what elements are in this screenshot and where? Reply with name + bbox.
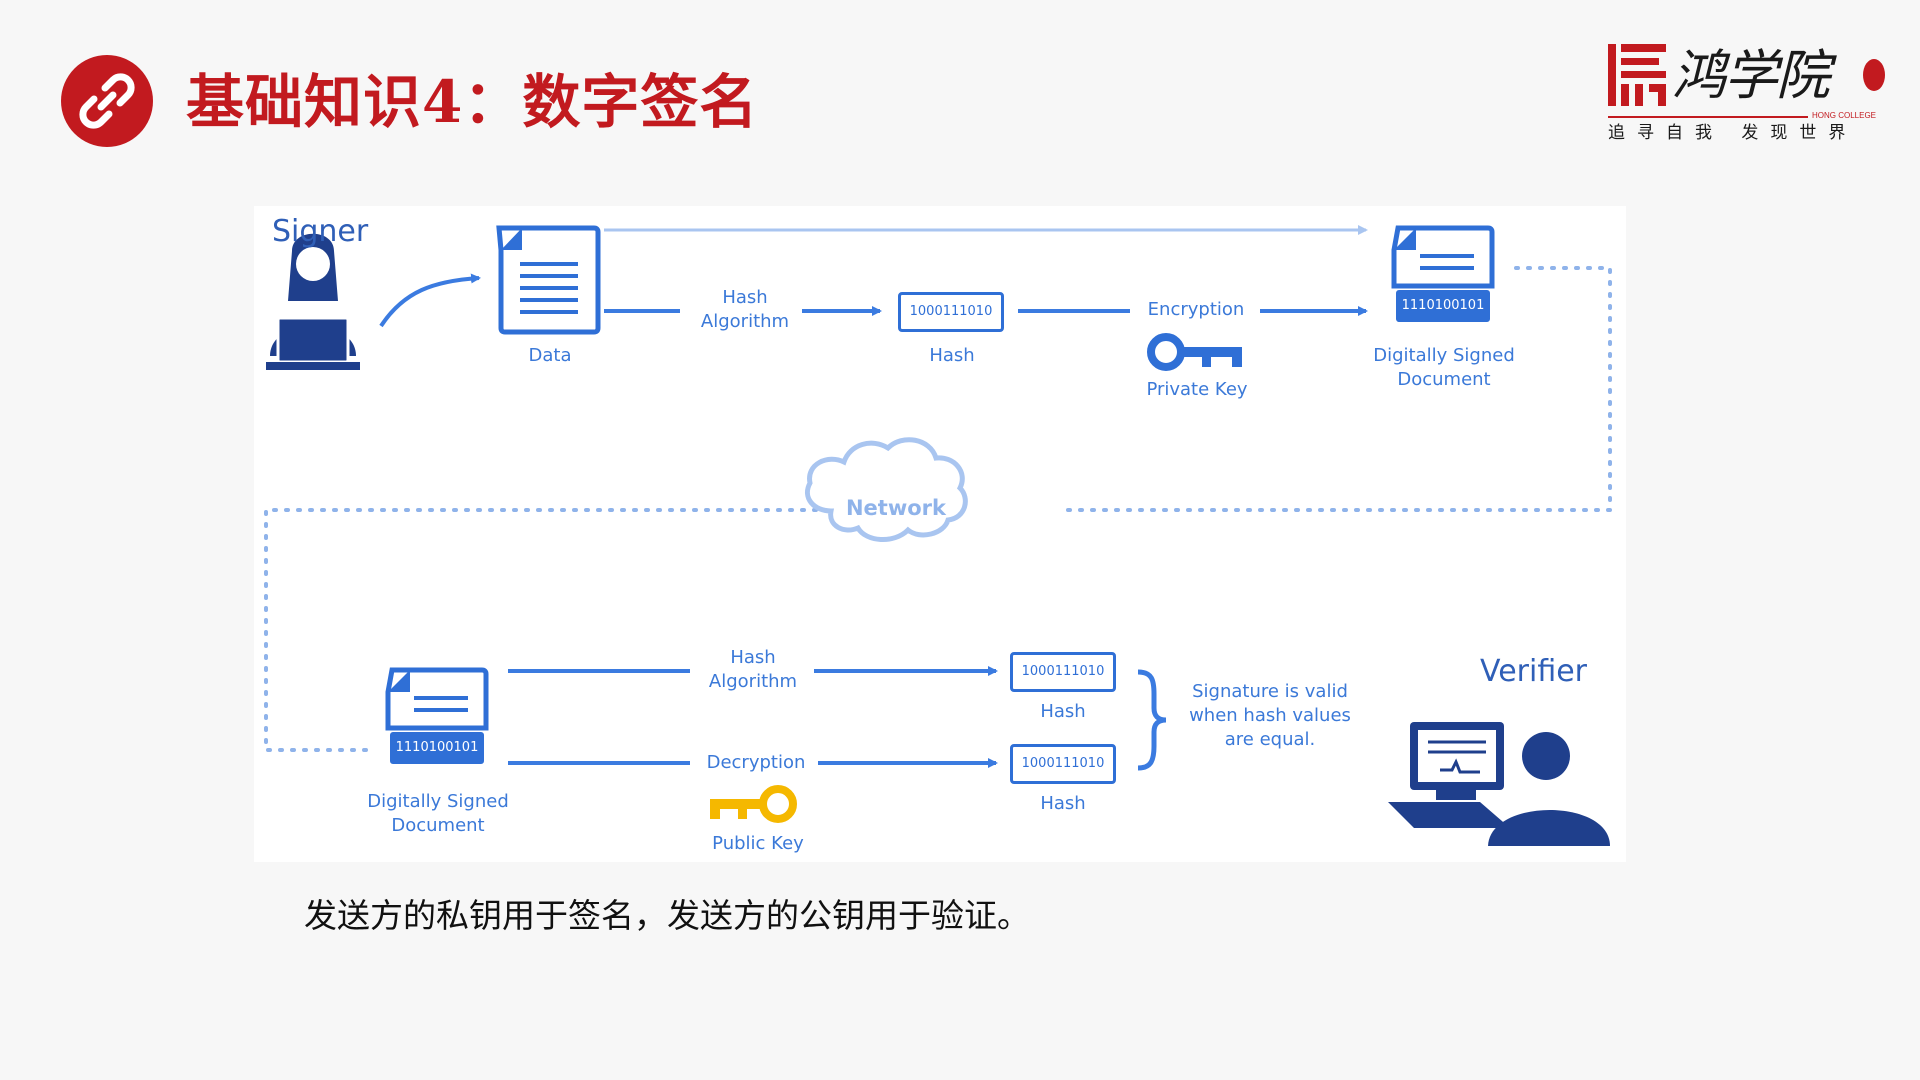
data-document-icon [496, 225, 601, 335]
logo-name: 鸿学院 [1672, 44, 1830, 107]
signer-person-icon [266, 233, 360, 370]
digital-signature-diagram: Signer Verifier Data Hash Algorithm 1000… [254, 206, 1626, 862]
network-path-right [1060, 266, 1612, 512]
verify-hash-algorithm-label: Hash Algorithm [708, 647, 798, 692]
public-key-label: Public Key [712, 833, 804, 854]
logo-subtitle: HONG COLLEGE [1812, 111, 1877, 120]
verifier-label: Verifier [1480, 654, 1588, 689]
slide-caption: 发送方的私钥用于签名，发送方的公钥用于验证。 [304, 896, 1030, 935]
signed-document-icon [1391, 225, 1495, 289]
college-logo: 鸿学院 HONG COLLEGE 追寻自我 发现世界 [1600, 38, 1890, 148]
cloud-icon [805, 437, 968, 542]
signer-to-data-arrow [379, 273, 481, 328]
logo-divider [1608, 116, 1808, 118]
verify-signed-doc-label: Digitally Signed Document [367, 791, 509, 836]
network-label: Network [845, 496, 946, 520]
decryption-label: Decryption [706, 752, 806, 773]
verify-signed-value-tag: 1110100101 [390, 732, 484, 764]
verify-hash-value-box-1: 1000111010 [1010, 652, 1116, 692]
verify-hash-label-2: Hash [1040, 793, 1086, 814]
link-icon [61, 55, 153, 147]
private-key-label: Private Key [1146, 379, 1248, 400]
verify-hash-label-1: Hash [1040, 701, 1086, 722]
page-title: 基础知识4：数字签名 [186, 68, 759, 136]
hash-algorithm-label: Hash Algorithm [700, 287, 790, 332]
signed-doc-label: Digitally Signed Document [1373, 345, 1515, 390]
seal-icon [1863, 59, 1885, 91]
public-key-icon [710, 785, 797, 823]
verifier-computer-icon [1388, 722, 1610, 846]
college-emblem-icon [1608, 44, 1666, 106]
signature-valid-note: Signature is valid when hash values are … [1189, 681, 1351, 750]
logo-slogan: 追寻自我 发现世界 [1608, 123, 1858, 143]
network-path-left [264, 508, 830, 752]
data-label: Data [528, 345, 572, 366]
brace-icon [1137, 669, 1167, 771]
signed-document-icon [385, 667, 489, 731]
signed-value-tag: 1110100101 [1396, 290, 1490, 322]
encryption-label: Encryption [1147, 299, 1245, 320]
verify-hash-value-box-2: 1000111010 [1010, 744, 1116, 784]
private-key-icon [1147, 333, 1242, 371]
hash-label: Hash [929, 345, 975, 366]
signer-label: Signer [272, 214, 369, 249]
hash-value-box: 1000111010 [898, 292, 1004, 332]
